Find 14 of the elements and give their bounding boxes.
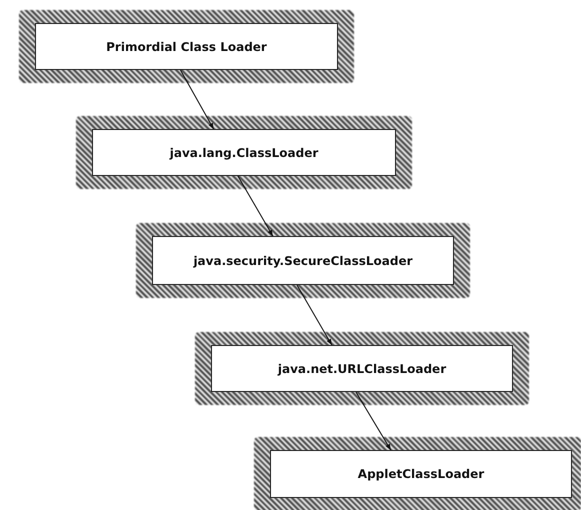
class-name: java.net.URLClassLoader	[278, 362, 446, 376]
class-name: java.lang.ClassLoader	[170, 146, 318, 160]
arrow	[296, 284, 332, 346]
arrow	[355, 392, 392, 450]
arrow	[237, 176, 274, 236]
class-box	[152, 236, 454, 285]
class-box	[92, 129, 396, 176]
class-name: java.security.SecureClassLoader	[193, 254, 413, 268]
class-name: AppletClassLoader	[358, 467, 484, 481]
class-name: Primordial Class Loader	[106, 40, 267, 54]
class-box	[35, 23, 338, 70]
class-box	[211, 345, 513, 392]
arrow	[180, 70, 214, 130]
class-box	[270, 450, 572, 498]
